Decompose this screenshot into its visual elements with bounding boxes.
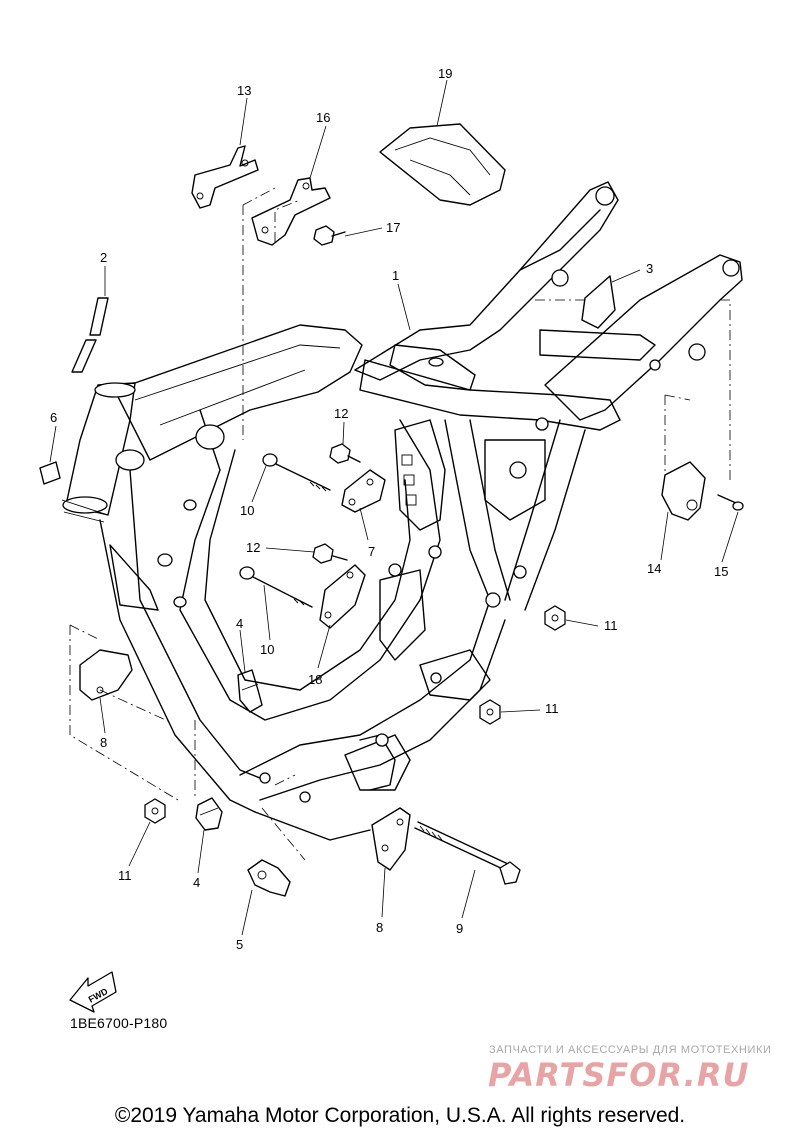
- callout-8-left: 8: [100, 735, 107, 750]
- callout-2: 2: [100, 250, 107, 265]
- callout-17: 17: [386, 220, 400, 235]
- main-frame: [61, 181, 743, 841]
- callout-4-lower: 4: [193, 875, 200, 890]
- callout-18: 18: [308, 672, 322, 687]
- callout-10-lower: 10: [260, 642, 274, 657]
- part-4-clamps: [195, 669, 263, 831]
- callout-4-upper: 4: [236, 616, 243, 631]
- callout-11-right-lower: 11: [545, 701, 559, 716]
- part-15-bolt: [717, 494, 744, 511]
- leader-lines: [49, 79, 739, 936]
- callout-12-lower: 12: [246, 540, 260, 555]
- part-3-plate: [581, 275, 616, 329]
- part-10-bolts: [239, 453, 331, 608]
- callout-1: 1: [392, 268, 399, 283]
- part-5-clamp: [247, 859, 291, 897]
- part-2-decal: [71, 297, 109, 373]
- part-17-screw: [313, 225, 346, 246]
- callout-7: 7: [368, 544, 375, 559]
- callouts: 1 2 3 4 4 5 6 7 8 8 9 10 10 11 11 11 12 …: [50, 66, 728, 952]
- part-13-bracket: [191, 145, 259, 209]
- part-18-plate: [319, 564, 366, 629]
- part-14-bracket: [661, 461, 706, 521]
- callout-6: 6: [50, 410, 57, 425]
- part-7-plate: [341, 469, 386, 513]
- callout-14: 14: [647, 561, 661, 576]
- phantom-lines: [69, 187, 731, 861]
- callout-10-upper: 10: [240, 503, 254, 518]
- fwd-arrow-icon: FWD: [69, 971, 117, 1013]
- callout-13: 13: [237, 83, 251, 98]
- callout-16: 16: [316, 110, 330, 125]
- callout-9: 9: [456, 921, 463, 936]
- part-16-bracket: [251, 177, 331, 246]
- callout-3: 3: [646, 261, 653, 276]
- part-9-bolt: [414, 821, 521, 885]
- callout-8-right: 8: [376, 920, 383, 935]
- callout-5: 5: [236, 937, 243, 952]
- part-19-pad: [379, 123, 506, 206]
- callout-11-left: 11: [118, 868, 132, 883]
- part-12-bolts: [312, 443, 361, 564]
- diagram-code: 1BE6700-P180: [70, 1015, 168, 1031]
- part-6-collar: [39, 461, 61, 485]
- callout-12-upper: 12: [334, 406, 348, 421]
- watermark-logo: PARTSFOR.RU: [488, 1056, 750, 1094]
- callout-15: 15: [714, 564, 728, 579]
- callout-11-right-upper: 11: [604, 618, 618, 633]
- callout-19: 19: [438, 66, 452, 81]
- part-8-brackets: [79, 649, 411, 871]
- part-11-nuts: [144, 605, 566, 824]
- watermark-subtitle: ЗАПЧАСТИ И АКСЕССУАРЫ ДЛЯ МОТОТЕХНИКИ: [489, 1044, 772, 1056]
- copyright-notice: ©2019 Yamaha Motor Corporation, U.S.A. A…: [114, 1104, 686, 1127]
